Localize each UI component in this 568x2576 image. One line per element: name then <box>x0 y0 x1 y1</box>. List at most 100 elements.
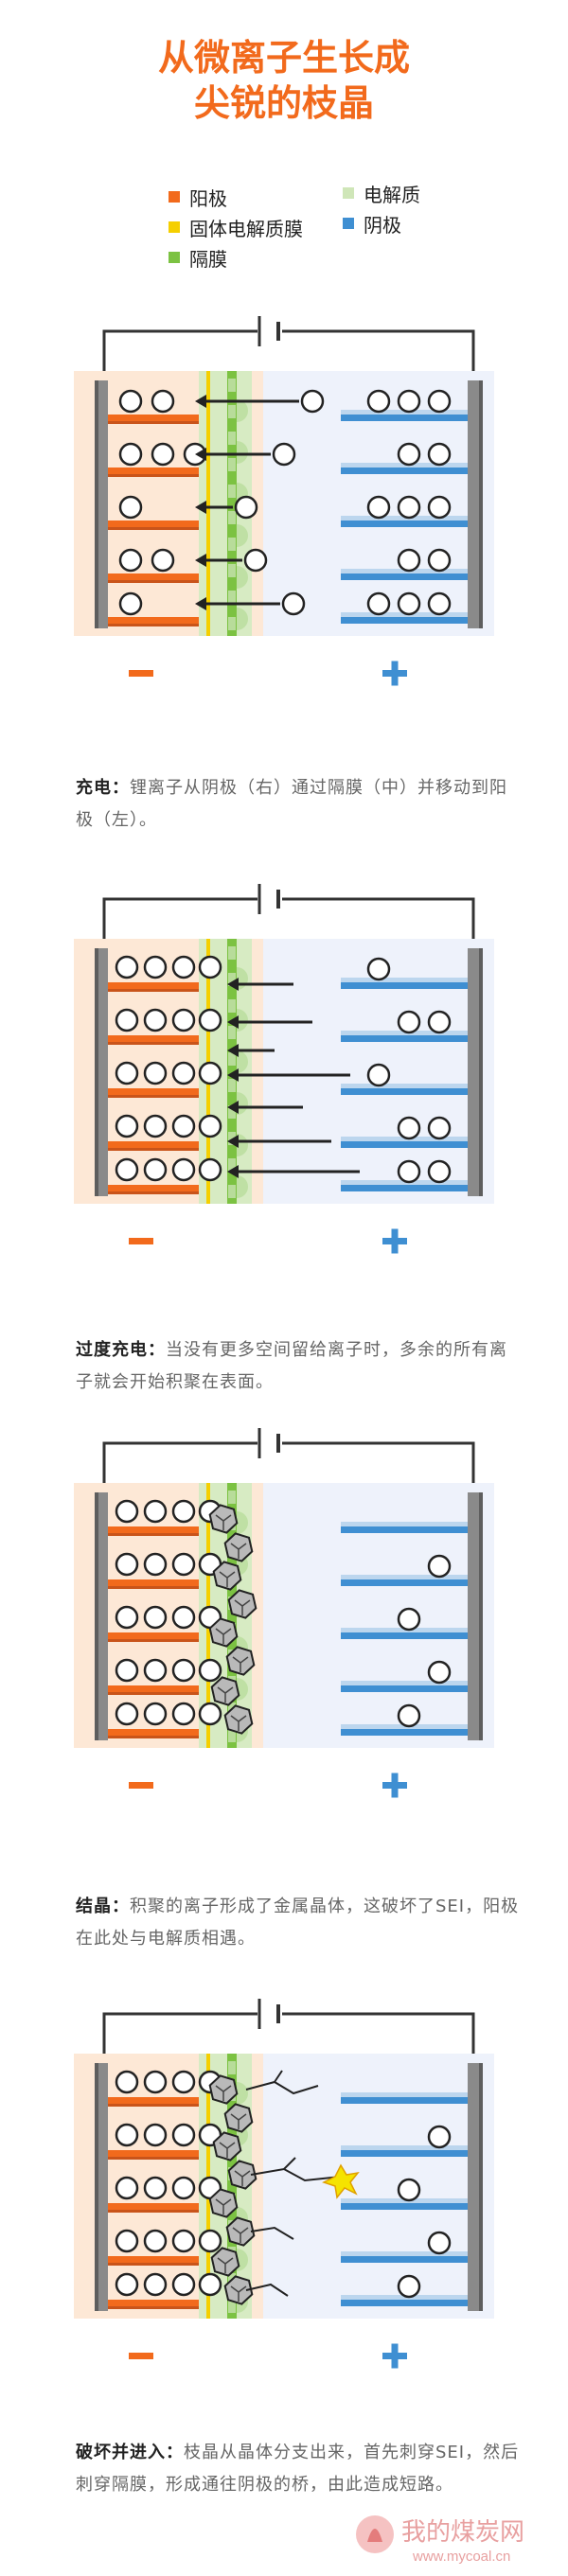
cathode-plate-top <box>341 978 468 982</box>
ion-flow-arrowhead <box>195 395 206 408</box>
lithium-ion <box>143 1552 168 1577</box>
lithium-ion <box>143 2176 168 2200</box>
cathode-plate <box>341 1632 468 1639</box>
anode-plate-shadow <box>108 2210 199 2213</box>
anode-plate-shadow <box>108 580 199 583</box>
lithium-ion <box>171 1499 196 1524</box>
anode-collector-edge <box>95 948 98 1196</box>
metal-crystal <box>212 1561 242 1591</box>
wire-left <box>102 329 257 390</box>
lithium-ion <box>171 2070 196 2094</box>
anode-plate <box>108 2150 199 2157</box>
accumulated-lithium-ion <box>198 2272 222 2297</box>
cathode-plate-top <box>341 2092 468 2097</box>
lithium-ion <box>366 495 391 520</box>
lithium-ion <box>171 1702 196 1726</box>
legend-label: 阴极 <box>364 213 401 237</box>
lithium-ion <box>427 591 452 616</box>
lithium-ion <box>171 2176 196 2200</box>
accumulated-lithium-ion <box>198 1061 222 1085</box>
caption-text: 当没有更多空间留给离子时，多余的所有离子就会开始积聚在表面。 <box>76 1340 507 1392</box>
separator-dash <box>228 1491 236 1504</box>
separator-dash <box>228 946 236 960</box>
anode-plate <box>108 415 199 421</box>
dendrite-branch <box>250 2226 294 2240</box>
lithium-ion <box>143 1605 168 1630</box>
anode-plate <box>108 1088 199 1095</box>
cathode-plate-top <box>341 2251 468 2256</box>
lithium-ion <box>143 1658 168 1683</box>
caption-bold: 结晶： <box>76 1897 130 1916</box>
diagram-breakthrough <box>57 1995 511 2392</box>
legend-swatch <box>169 221 180 233</box>
lithium-ion <box>143 2272 168 2297</box>
lithium-ion <box>171 2123 196 2147</box>
anode-plate-shadow <box>108 2263 199 2266</box>
separator-dash <box>228 432 236 445</box>
cathode-collector-edge <box>479 948 483 1196</box>
legend-swatch <box>169 252 180 263</box>
cathode-plate-top <box>341 612 468 617</box>
legend-swatch <box>343 218 354 229</box>
lithium-ion <box>427 442 452 467</box>
accumulated-lithium-ion <box>198 1702 222 1726</box>
cathode-plate-top <box>341 569 468 573</box>
lithium-ion <box>397 2274 421 2299</box>
lithium-ion <box>151 442 175 467</box>
lithium-ion <box>143 2070 168 2094</box>
lithium-ion <box>118 495 143 520</box>
ion-flow-arrowhead <box>195 448 206 461</box>
lithium-ion <box>143 1702 168 1726</box>
electrolyte-bump <box>237 1092 248 1115</box>
wire-left <box>102 1441 257 1502</box>
ion-flow-arrowhead <box>227 978 239 991</box>
legend-label: 电解质 <box>364 183 420 206</box>
metal-crystal <box>223 1704 254 1735</box>
electrolyte-bump <box>237 1511 248 1534</box>
separator-dash <box>228 999 236 1013</box>
caption-breakthrough: 破坏并进入：枝晶从晶体分支出来，首先刺穿SEI，然后刺穿隔膜，形成通往阴极的桥，… <box>76 2437 521 2501</box>
lithium-ion <box>397 1159 421 1184</box>
metal-crystal <box>227 2160 257 2190</box>
metal-crystal <box>227 1589 257 1619</box>
caption-crystallization: 结晶：积聚的离子形成了金属晶体，这破坏了SEI，阳极在此处与电解质相遇。 <box>76 1891 521 1955</box>
legend-item-anode: 阳极 <box>169 185 227 210</box>
metal-crystal <box>210 2247 240 2277</box>
ion-flow-arrowhead <box>195 597 206 610</box>
anode-plate <box>108 1579 199 1586</box>
anode-plate <box>108 1685 199 1692</box>
cathode-collector-edge <box>479 1492 483 1740</box>
metal-crystal <box>225 1646 256 1676</box>
metal-crystal-facet <box>217 1686 234 1703</box>
lithium-ion <box>143 1499 168 1524</box>
lithium-ion <box>427 548 452 573</box>
separator-dash <box>228 617 236 630</box>
lithium-ion <box>115 1702 139 1726</box>
metal-crystal-facet <box>230 2285 247 2302</box>
electrolyte-bump <box>237 2082 248 2105</box>
anode-plate-shadow <box>108 1533 199 1536</box>
cathode-plate <box>341 1088 468 1095</box>
anode-plate <box>108 2256 199 2263</box>
electrolyte-bump <box>237 1050 248 1073</box>
anode-plate-shadow <box>108 2104 199 2107</box>
cathode-plate-top <box>341 463 468 468</box>
anode-plate-shadow <box>108 1736 199 1738</box>
cathode-collector <box>468 380 479 628</box>
cathode-plate-top <box>341 1180 468 1185</box>
anode-plate-shadow <box>108 1095 199 1098</box>
short-circuit-spark-icon <box>322 2163 360 2199</box>
caption-text: 锂离子从阴极（右）通过隔膜（中）并移动到阳极（左）。 <box>76 778 507 830</box>
separator-dash <box>228 458 236 471</box>
electrolyte-bump <box>237 1175 248 1198</box>
metal-crystal <box>212 2131 242 2161</box>
lithium-ion <box>366 957 391 981</box>
electrolyte-bump <box>237 566 248 589</box>
lithium-ion <box>171 1552 196 1577</box>
lithium-ion <box>115 1552 139 1577</box>
plus-sign-vertical <box>391 661 399 686</box>
metal-crystal-facet <box>232 1656 249 1672</box>
moving-lithium-ion <box>272 442 296 467</box>
cathode-plate-top <box>341 1681 468 1685</box>
anode-plate <box>108 520 199 527</box>
